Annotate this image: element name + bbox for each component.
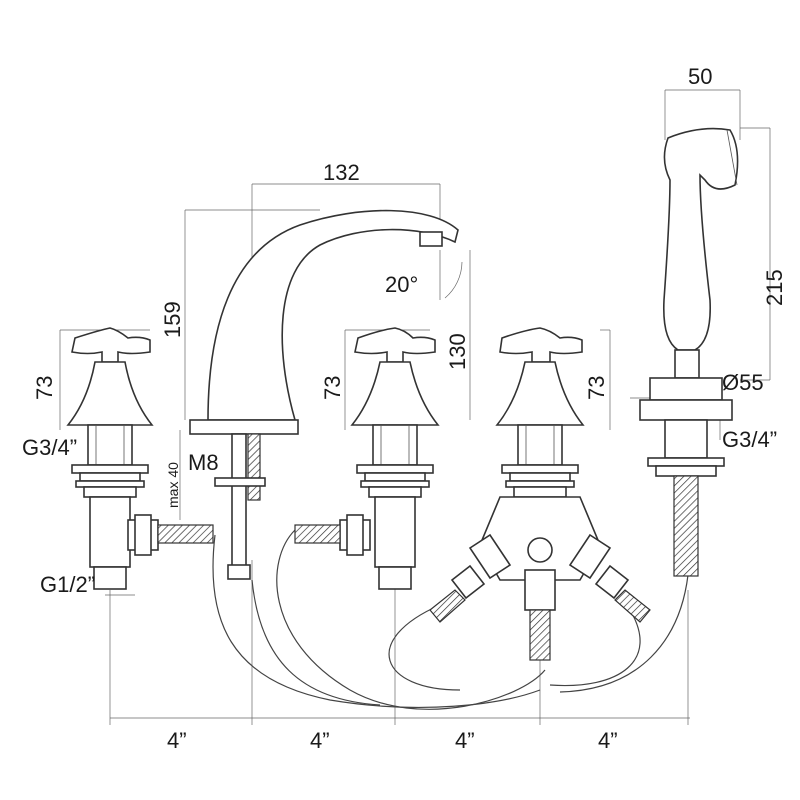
- label-handle-height-mid: 73: [320, 376, 345, 400]
- label-spout-reach: 132: [323, 160, 360, 185]
- label-spacing-3: 4”: [455, 728, 475, 753]
- label-spout-height: 159: [160, 301, 185, 338]
- dimension-lines: [59, 89, 771, 725]
- label-thread-left-bottom: G1/2”: [40, 572, 95, 597]
- hoses: [212, 529, 689, 710]
- label-thread-spout: M8: [188, 450, 219, 475]
- label-spacing-1: 4”: [167, 728, 187, 753]
- middle-tap: [294, 327, 440, 590]
- spout: [189, 209, 459, 580]
- label-handle-height-left: 73: [32, 376, 57, 400]
- left-tap: [66, 327, 214, 590]
- label-thread-shower: G3/4”: [722, 427, 777, 452]
- label-handshower-width: 50: [688, 64, 712, 89]
- labels: 50 132 215 20° 159 130 73 73 73 G3/4” G1…: [22, 64, 787, 753]
- label-spacing-4: 4”: [598, 728, 618, 753]
- label-shower-base-diameter: Ø55: [722, 370, 764, 395]
- label-thread-left-top: G3/4”: [22, 435, 77, 460]
- handshower: [639, 127, 739, 577]
- label-handshower-height: 215: [762, 269, 787, 306]
- label-spout-clearance: 130: [445, 333, 470, 370]
- label-spacing-2: 4”: [310, 728, 330, 753]
- label-handle-height-right: 73: [584, 376, 609, 400]
- label-spout-angle: 20°: [385, 272, 418, 297]
- label-max-deck: max 40: [165, 462, 181, 508]
- right-tap-diverter: [429, 327, 651, 661]
